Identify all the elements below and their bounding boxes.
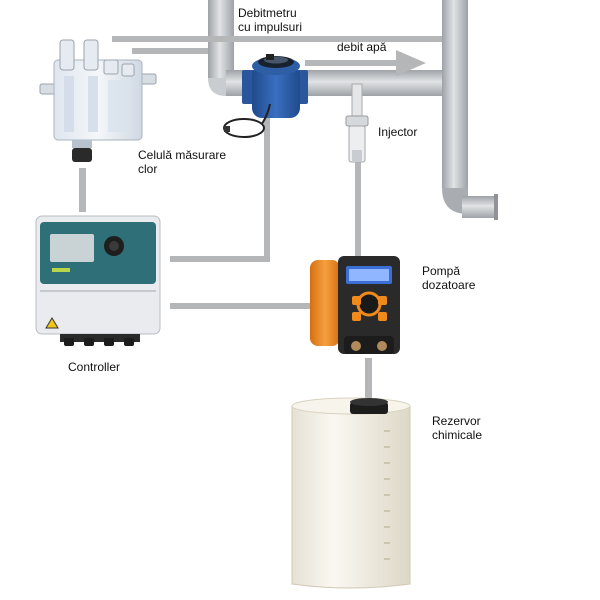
measuring-cell-label: Celulă măsurare clor <box>138 148 227 176</box>
warning-triangle-icon <box>45 317 59 329</box>
flow-meter-label: Debitmetru cu impulsuri <box>238 6 303 34</box>
controller-unit <box>35 215 161 346</box>
controller-label: Controller <box>68 360 121 374</box>
dosing-pump <box>310 256 400 354</box>
injector-label: Injector <box>378 125 418 139</box>
signal-cables <box>79 36 442 400</box>
chemical-tank-label: Rezervor chimicale <box>432 414 483 442</box>
water-flow-label: debit apă <box>337 40 387 54</box>
dosing-pump-label: Pompă dozatoare <box>422 264 476 292</box>
flow-meter <box>223 54 308 138</box>
flow-arrow-icon <box>305 50 426 76</box>
injector <box>345 83 369 163</box>
chlorine-measuring-cell <box>39 39 157 162</box>
chemical-tank <box>291 397 411 589</box>
